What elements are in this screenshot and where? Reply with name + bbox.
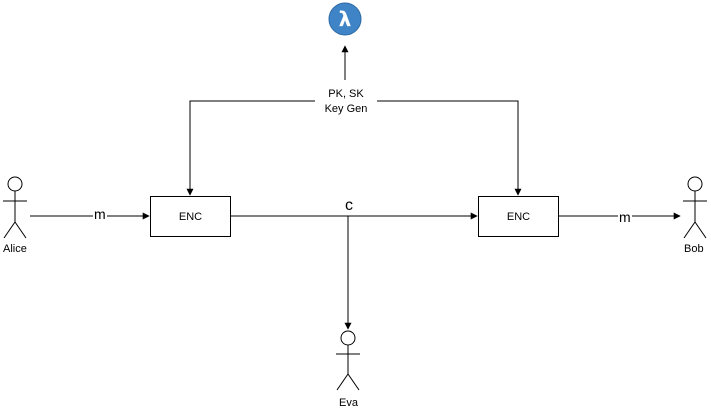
enc-block-right: ENC: [478, 196, 559, 237]
actor-bob-figure: [683, 176, 707, 239]
enc-block-left: ENC: [150, 196, 231, 237]
ciphertext-label: c: [344, 197, 354, 214]
keygen-keys-text: PK, SK: [328, 88, 364, 100]
actor-eva-label: Eva: [339, 397, 358, 409]
keygen-label: PK, SK Key Gen: [315, 87, 377, 117]
svg-text:λ: λ: [339, 7, 352, 31]
edge-keygen-to-enc-right: [377, 100, 522, 196]
actor-alice-figure: [3, 176, 27, 239]
actor-alice-label: Alice: [3, 243, 27, 255]
keygen-title-text: Key Gen: [324, 103, 368, 115]
lambda-icon: λ: [328, 2, 362, 36]
actor-bob-label: Bob: [684, 243, 704, 255]
actor-eva-figure: [336, 330, 360, 391]
message-in-label: m: [93, 206, 107, 222]
edge-keygen-to-enc-left: [186, 100, 315, 196]
message-out-label: m: [618, 209, 632, 225]
